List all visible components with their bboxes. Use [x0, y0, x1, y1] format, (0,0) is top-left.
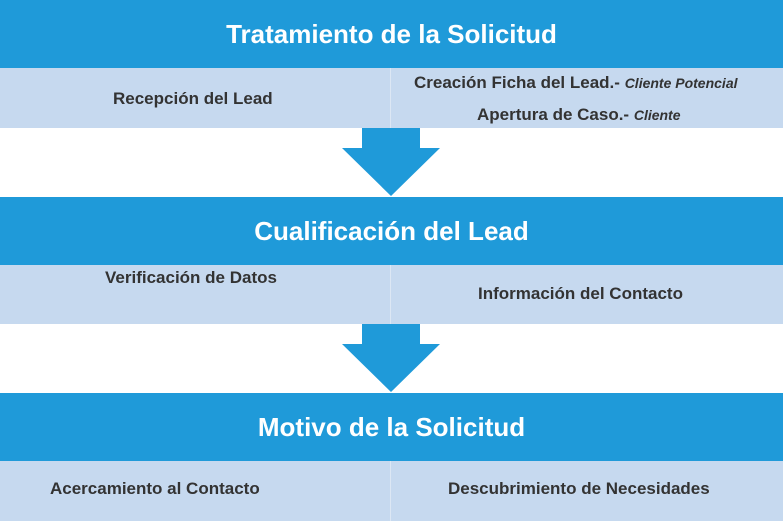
down-arrow-2	[342, 324, 440, 392]
stage-2-left-text: Verificación de Datos	[105, 268, 277, 287]
stage-2-right-text: Información del Contacto	[478, 284, 683, 303]
stage-3-right-cell: Descubrimiento de Necesidades	[390, 461, 783, 521]
stage-3-title: Motivo de la Solicitud	[257, 411, 526, 442]
stage-1-right-cell: Creación Ficha del Lead.- Cliente Potenc…	[390, 68, 783, 128]
stage-3-right-text: Descubrimiento de Necesidades	[448, 479, 710, 498]
stage-2-header: Cualificación del Lead	[0, 197, 783, 265]
stage-3-left-text: Acercamiento al Contacto	[50, 479, 260, 498]
stage-3-left-cell: Acercamiento al Contacto	[0, 461, 390, 521]
stage-1-header: Tratamiento de la Solicitud	[0, 0, 783, 68]
stage-1-details: Recepción del Lead Creación Ficha del Le…	[0, 68, 783, 128]
stage-2-left-cell: Verificación de Datos	[0, 265, 390, 324]
stage-1-title: Tratamiento de la Solicitud	[226, 18, 557, 49]
stage-1-right-line-1-note: Cliente Potencial	[624, 75, 738, 91]
stage-1-right-line-1-text: Creación Ficha del Lead.-	[414, 73, 620, 92]
stage-2-title: Cualificación del Lead	[254, 215, 529, 246]
down-arrow-1	[342, 128, 440, 196]
stage-1-right-line-1: Creación Ficha del Lead.- Cliente Potenc…	[414, 73, 738, 93]
stage-3-header: Motivo de la Solicitud	[0, 393, 783, 461]
stage-1-right-line-2: Apertura de Caso.- Cliente	[477, 105, 681, 125]
stage-2-right-cell: Información del Contacto	[390, 265, 783, 324]
stage-1-left-text: Recepción del Lead	[113, 89, 273, 108]
stage-1-left-cell: Recepción del Lead	[0, 68, 390, 128]
stage-3-details: Acercamiento al Contacto Descubrimiento …	[0, 461, 783, 521]
stage-1-right-line-2-text: Apertura de Caso.-	[477, 105, 630, 124]
stage-1-right-line-2-note: Cliente	[633, 107, 681, 123]
stage-2-details: Verificación de Datos Información del Co…	[0, 265, 783, 324]
